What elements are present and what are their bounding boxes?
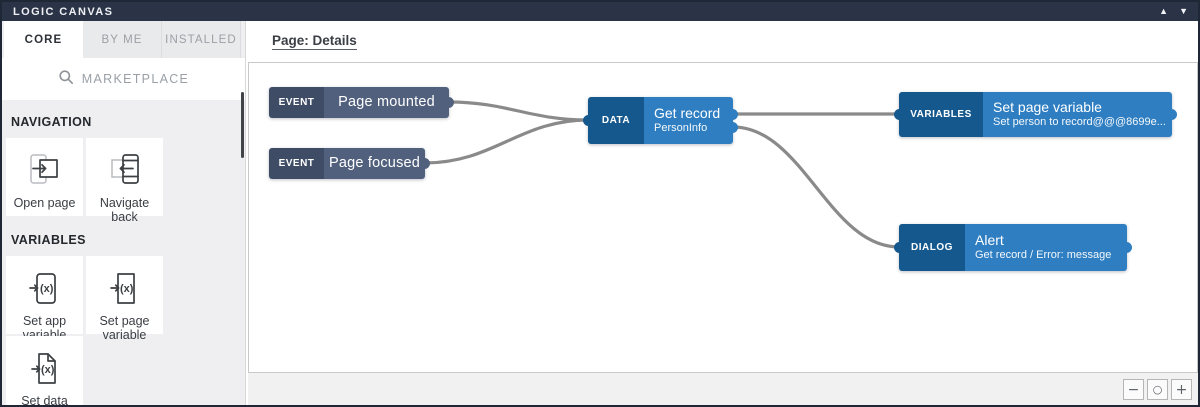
canvas-header: Page: Details (247, 21, 1198, 62)
flow-function-card-open-page[interactable]: Open page (6, 138, 83, 216)
card-icon-wrap (103, 149, 147, 195)
flow-node-event-page-mounted[interactable]: EVENT Page mounted (269, 87, 454, 118)
card-label: Set page variable (99, 314, 150, 343)
set-page-variable-icon: (x) (103, 266, 147, 315)
zoom-controls: −○+ (1123, 379, 1192, 400)
flow-function-card-set-page-variable[interactable]: (x) Set page variable (86, 256, 163, 342)
section-title-variables: VARIABLES (11, 233, 86, 247)
node-title: Set page variable (993, 99, 1102, 116)
node-output-port[interactable] (443, 96, 454, 108)
node-body: Page mounted (324, 87, 449, 118)
open-page-icon (23, 148, 67, 197)
node-badge: EVENT (269, 87, 324, 118)
zoom-out-button[interactable]: − (1123, 379, 1144, 400)
marketplace-search[interactable]: MARKETPLACE (2, 58, 245, 100)
node-subtitle: PersonInfo (654, 122, 708, 135)
node-output-port[interactable] (727, 121, 738, 133)
zoom-reset-button[interactable]: ○ (1147, 379, 1168, 400)
flow-function-card-navigate-back[interactable]: Navigate back (86, 138, 163, 224)
node-input-port[interactable] (894, 108, 905, 120)
node-badge: EVENT (269, 148, 324, 179)
node-badge: DATA (588, 97, 644, 144)
node-output-port[interactable] (727, 108, 738, 120)
topbar-icons: ▲ ▼ (1159, 7, 1188, 16)
card-icon-wrap: (x) (23, 347, 67, 393)
node-output-port[interactable] (419, 157, 430, 169)
node-badge: DIALOG (899, 224, 965, 271)
card-label: Set data variable (21, 394, 68, 405)
canvas-footer: −○+ (248, 373, 1198, 405)
search-icon (58, 69, 74, 90)
card-icon-wrap (23, 149, 67, 195)
node-badge: VARIABLES (899, 92, 983, 137)
node-subtitle: Get record / Error: message (975, 249, 1112, 262)
tab-installed[interactable]: INSTALLED (162, 21, 241, 58)
topbar: LOGIC CANVAS ▲ ▼ (2, 2, 1198, 21)
card-label: Open page (13, 196, 76, 210)
node-output-port[interactable] (1121, 241, 1132, 253)
node-title: Page mounted (338, 94, 435, 111)
node-body: Page focused (324, 148, 425, 179)
node-input-port[interactable] (583, 114, 594, 126)
node-subtitle: Set person to record@@@8699e... (993, 116, 1166, 129)
node-title: Page focused (328, 155, 421, 172)
node-title: Alert (975, 232, 1004, 249)
sidebar-scrollbar[interactable] (241, 92, 244, 158)
svg-text:(x): (x) (41, 364, 55, 376)
card-label: Navigate back (99, 196, 150, 225)
svg-text:(x): (x) (120, 283, 134, 295)
set-app-variable-icon: (x) (23, 266, 67, 315)
section-cards: (x)Set app variable(x)Set page variable(… (6, 256, 245, 405)
expand-icon[interactable]: ▼ (1179, 6, 1188, 16)
node-output-port[interactable] (1166, 108, 1177, 120)
section-cards: Open page Navigate back (6, 138, 245, 224)
zoom-in-button[interactable]: + (1171, 379, 1192, 400)
panel-title: LOGIC CANVAS (13, 5, 114, 18)
search-icon (58, 69, 74, 89)
card-icon-wrap: (x) (23, 267, 67, 313)
node-input-port[interactable] (894, 241, 905, 253)
flow-function-card-set-app-variable[interactable]: (x)Set app variable (6, 256, 83, 342)
marketplace-search-label: MARKETPLACE (81, 72, 190, 86)
breadcrumb[interactable]: Page: Details (272, 33, 357, 50)
svg-text:(x): (x) (40, 283, 54, 295)
tab-core[interactable]: CORE (4, 21, 83, 58)
section-title-navigation: NAVIGATION (11, 115, 92, 129)
flow-function-card-set-data-variable[interactable]: (x) Set data variable (6, 336, 83, 405)
set-data-variable-icon: (x) (23, 346, 67, 395)
card-icon-wrap: (x) (103, 267, 147, 313)
node-title: Get record (654, 105, 721, 122)
tab-by-me[interactable]: BY ME (83, 21, 162, 58)
collapse-icon[interactable]: ▲ (1159, 6, 1169, 16)
navigate-back-icon (103, 148, 147, 197)
